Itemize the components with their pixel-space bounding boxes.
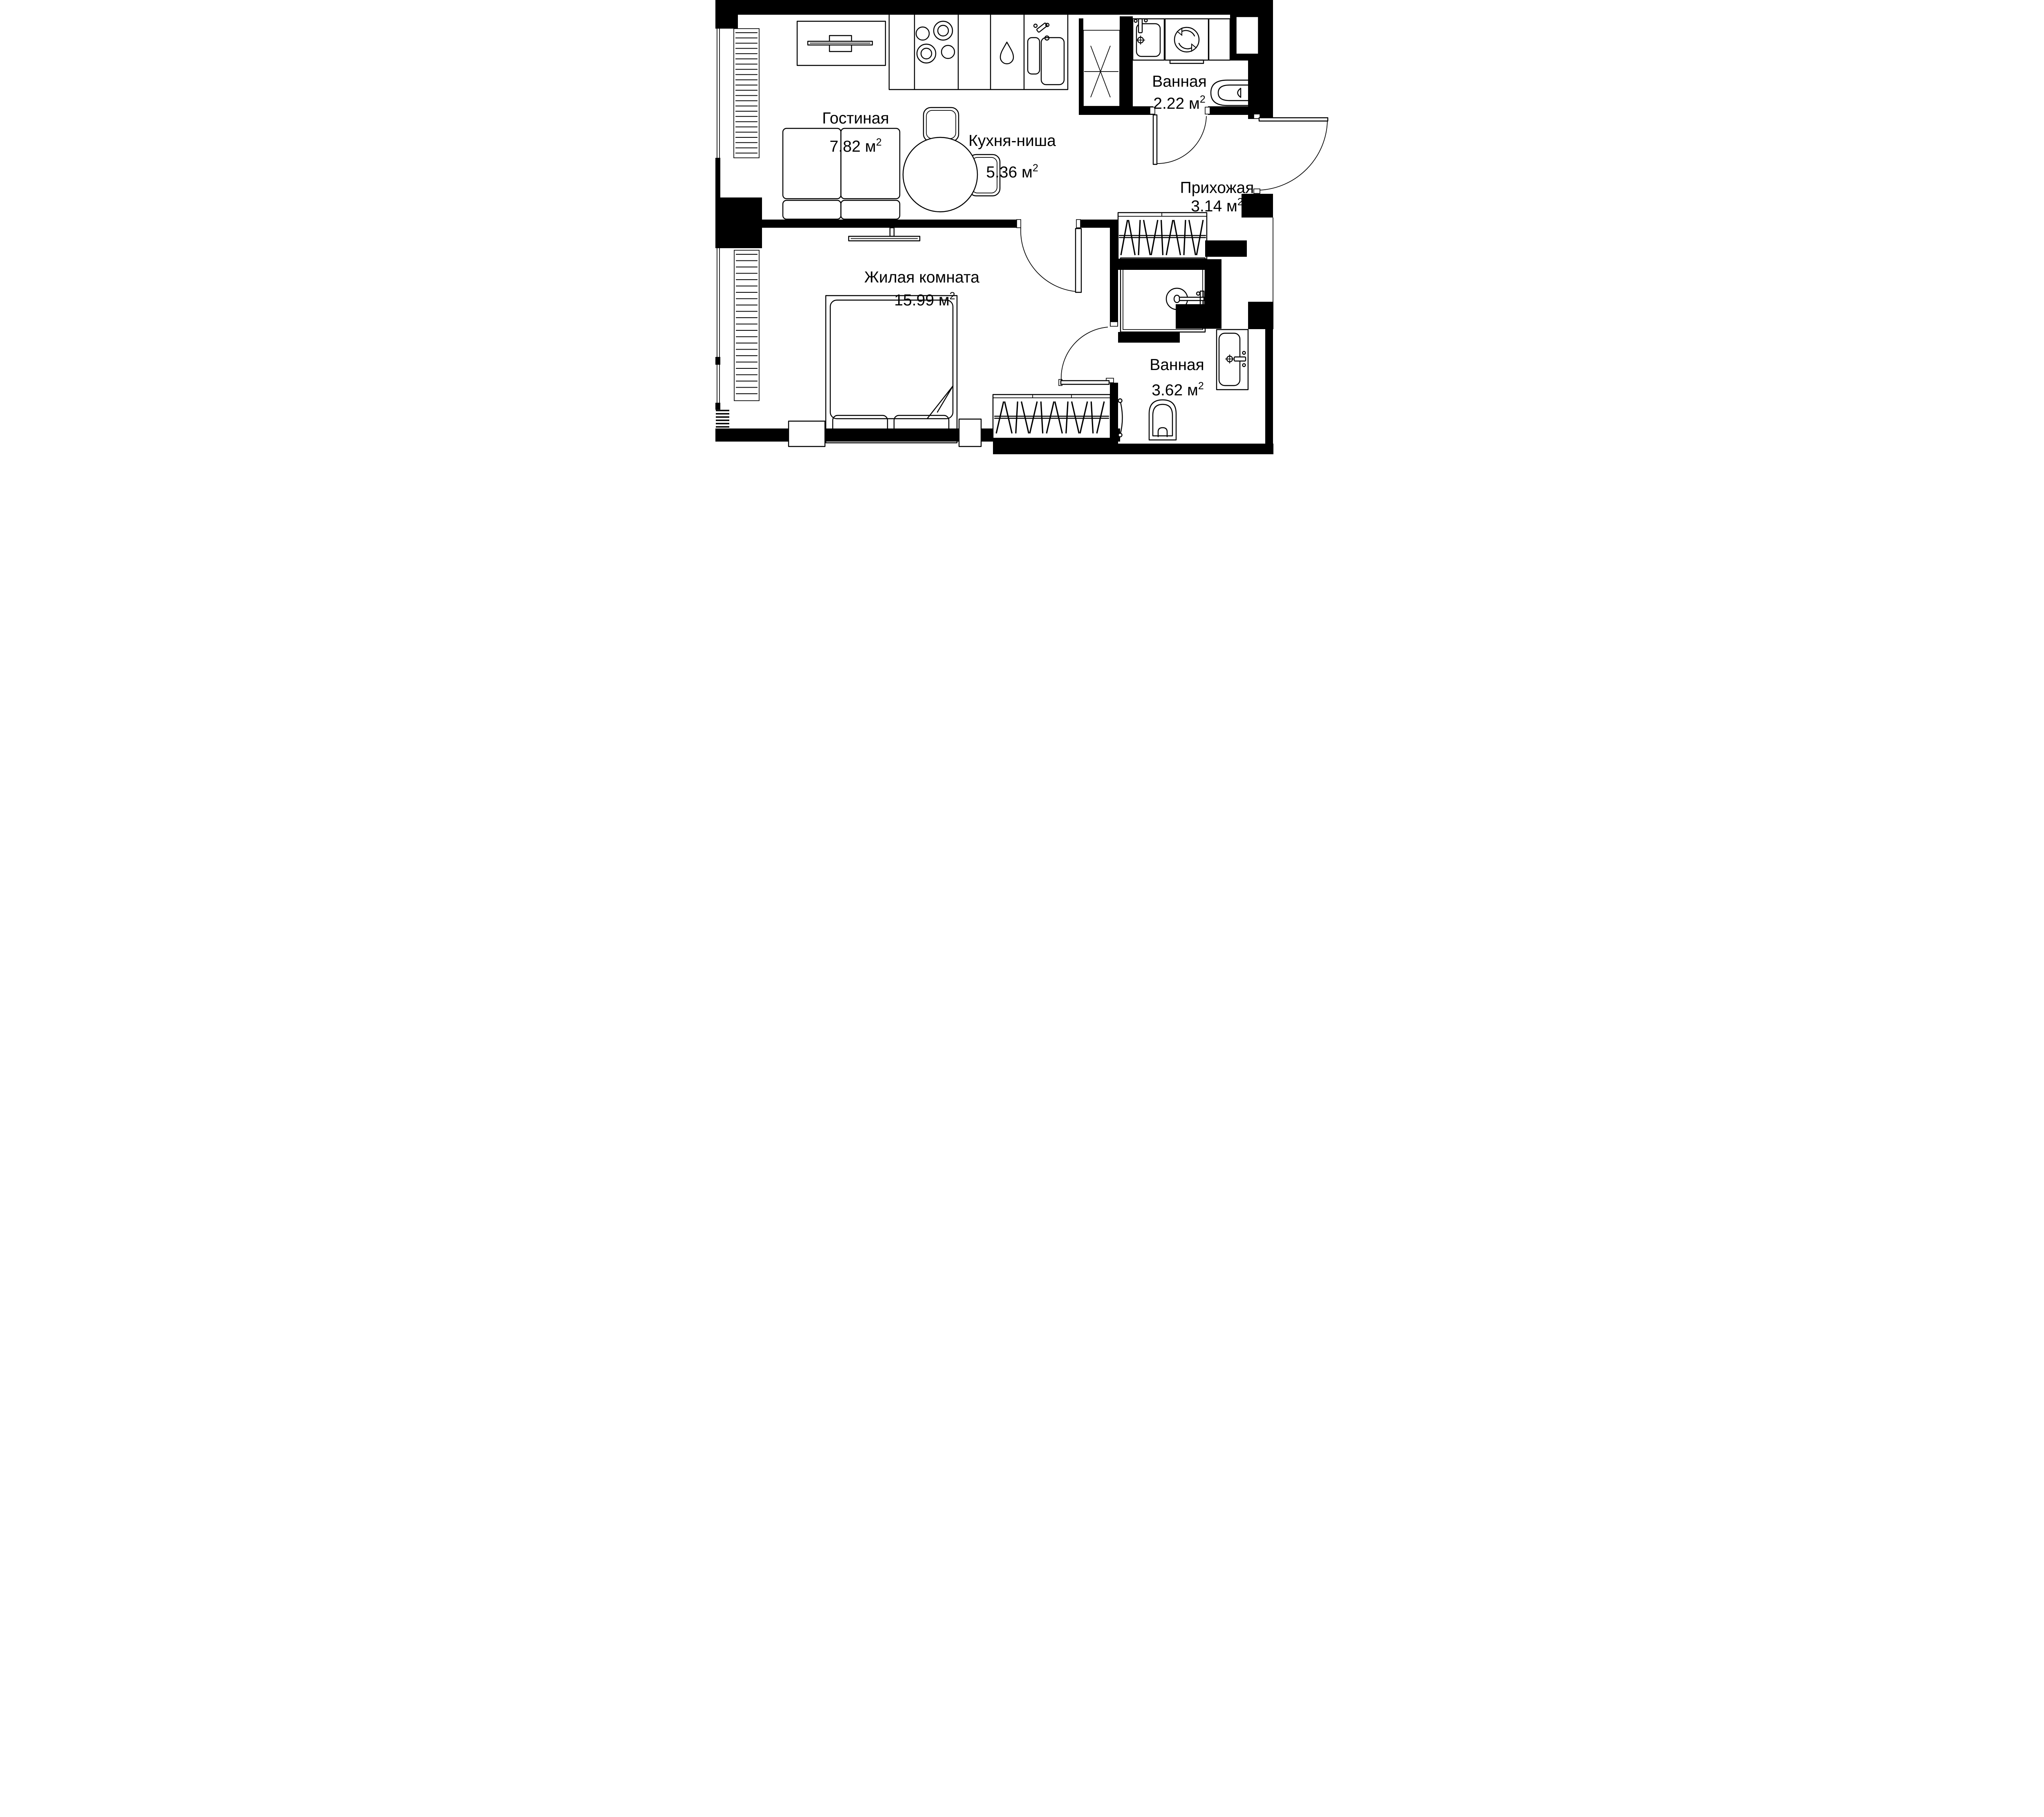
label-bedroom-area: 15.99 м2 — [894, 290, 955, 309]
tv-unit-living — [796, 20, 886, 66]
bathroom-bottom-door — [1058, 321, 1118, 386]
label-hall-name: Прихожая — [1180, 179, 1254, 197]
bed — [825, 295, 958, 444]
radiator-living — [733, 28, 760, 158]
toilet-bottom-icon — [1148, 399, 1177, 441]
vanity-sink-bottom — [1216, 329, 1249, 390]
shaft-niche — [1236, 16, 1259, 54]
window-bedroom — [717, 248, 720, 403]
kitchen-sink — [1027, 22, 1065, 85]
vent-grille-icon — [716, 410, 729, 428]
stove-icon — [915, 20, 955, 64]
nightstand-right — [958, 418, 982, 447]
bedroom-wardrobe — [992, 394, 1111, 439]
bathroom-top-door — [1150, 107, 1210, 165]
label-living-area: 7.82 м2 — [829, 137, 881, 155]
towel-rail-icon — [1118, 398, 1123, 437]
washing-machine-icon — [1164, 18, 1209, 64]
tv-unit-bedroom — [848, 227, 921, 242]
dining-table — [902, 107, 1001, 213]
bedroom-door — [1016, 219, 1082, 293]
hall-wardrobe — [1117, 212, 1208, 260]
floor-plan-page: Гостиная 7.82 м2 Кухня-ниша 5.36 м2 Ванн… — [715, 0, 1329, 454]
bathroom-top-cabinet — [1208, 18, 1231, 61]
room-labels: Гостиная 7.82 м2 Кухня-ниша 5.36 м2 Ванн… — [822, 73, 1254, 399]
label-kitchen-area: 5.36 м2 — [986, 162, 1038, 181]
window-living — [717, 29, 720, 158]
label-bath-top-area: 2.22 м2 — [1153, 94, 1205, 112]
shower — [1120, 257, 1206, 333]
vent-shaft-icon — [1083, 30, 1120, 107]
sofa — [782, 128, 901, 220]
label-kitchen-name: Кухня-ниша — [968, 132, 1056, 150]
label-living-name: Гостиная — [822, 110, 889, 127]
label-bath-top-name: Ванная — [1152, 73, 1207, 90]
bathroom-top-sink — [1132, 18, 1165, 61]
floor-plan: Гостиная 7.82 м2 Кухня-ниша 5.36 м2 Ванн… — [715, 0, 1329, 454]
radiator-bedroom — [734, 250, 760, 401]
label-bath-bottom-name: Ванная — [1150, 356, 1204, 374]
entrance-door — [1253, 114, 1329, 194]
dresser-left — [788, 420, 826, 447]
label-hall-area: 3.14 м2 — [1191, 196, 1243, 215]
label-bedroom-name: Жилая комната — [864, 269, 979, 286]
kitchen-counter — [888, 14, 1069, 90]
fridge-icon — [1000, 41, 1014, 65]
label-bath-bottom-area: 3.62 м2 — [1152, 380, 1204, 399]
toilet-top-icon — [1210, 79, 1249, 106]
